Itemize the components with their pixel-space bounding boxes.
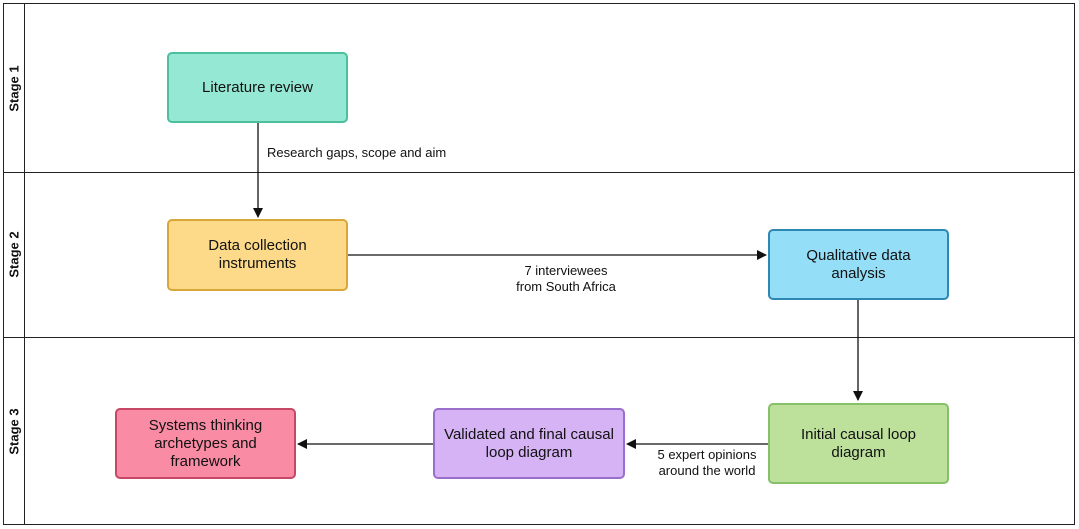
node-label: Qualitative data analysis xyxy=(806,246,911,282)
lane-divider xyxy=(3,337,1075,338)
node-validated-final-causal-loop-diagram: Validated and final causal loop diagram xyxy=(433,408,625,479)
edge-label-line: 7 interviewees xyxy=(524,263,608,278)
node-qualitative-data-analysis: Qualitative data analysis xyxy=(768,229,949,300)
node-initial-causal-loop-diagram: Initial causal loop diagram xyxy=(768,403,949,484)
lane-header-divider xyxy=(24,3,25,525)
node-systems-thinking-archetypes: Systems thinking archetypes and framewor… xyxy=(115,408,296,479)
edge-label-expert-opinions: 5 expert opinions around the world xyxy=(632,447,782,479)
node-label: Validated and final causal loop diagram xyxy=(444,425,614,461)
edge-label-line: around the world xyxy=(658,463,756,478)
edge-label-line: from South Africa xyxy=(516,279,616,294)
node-label: Systems thinking archetypes and framewor… xyxy=(148,416,263,470)
edge-label-interviewees: 7 interviewees from South Africa xyxy=(466,263,666,295)
edge-label-line: 5 expert opinions xyxy=(657,447,757,462)
swimlane-frame xyxy=(3,3,1075,525)
node-literature-review: Literature review xyxy=(167,52,348,123)
node-label: Initial causal loop diagram xyxy=(800,425,917,461)
node-label: Data collection instruments xyxy=(208,237,307,272)
lane-divider xyxy=(3,172,1075,173)
edge-label-research-gaps: Research gaps, scope and aim xyxy=(267,145,447,160)
node-data-collection-instruments: Data collection instruments xyxy=(167,219,348,291)
node-label: Literature review xyxy=(202,78,313,96)
